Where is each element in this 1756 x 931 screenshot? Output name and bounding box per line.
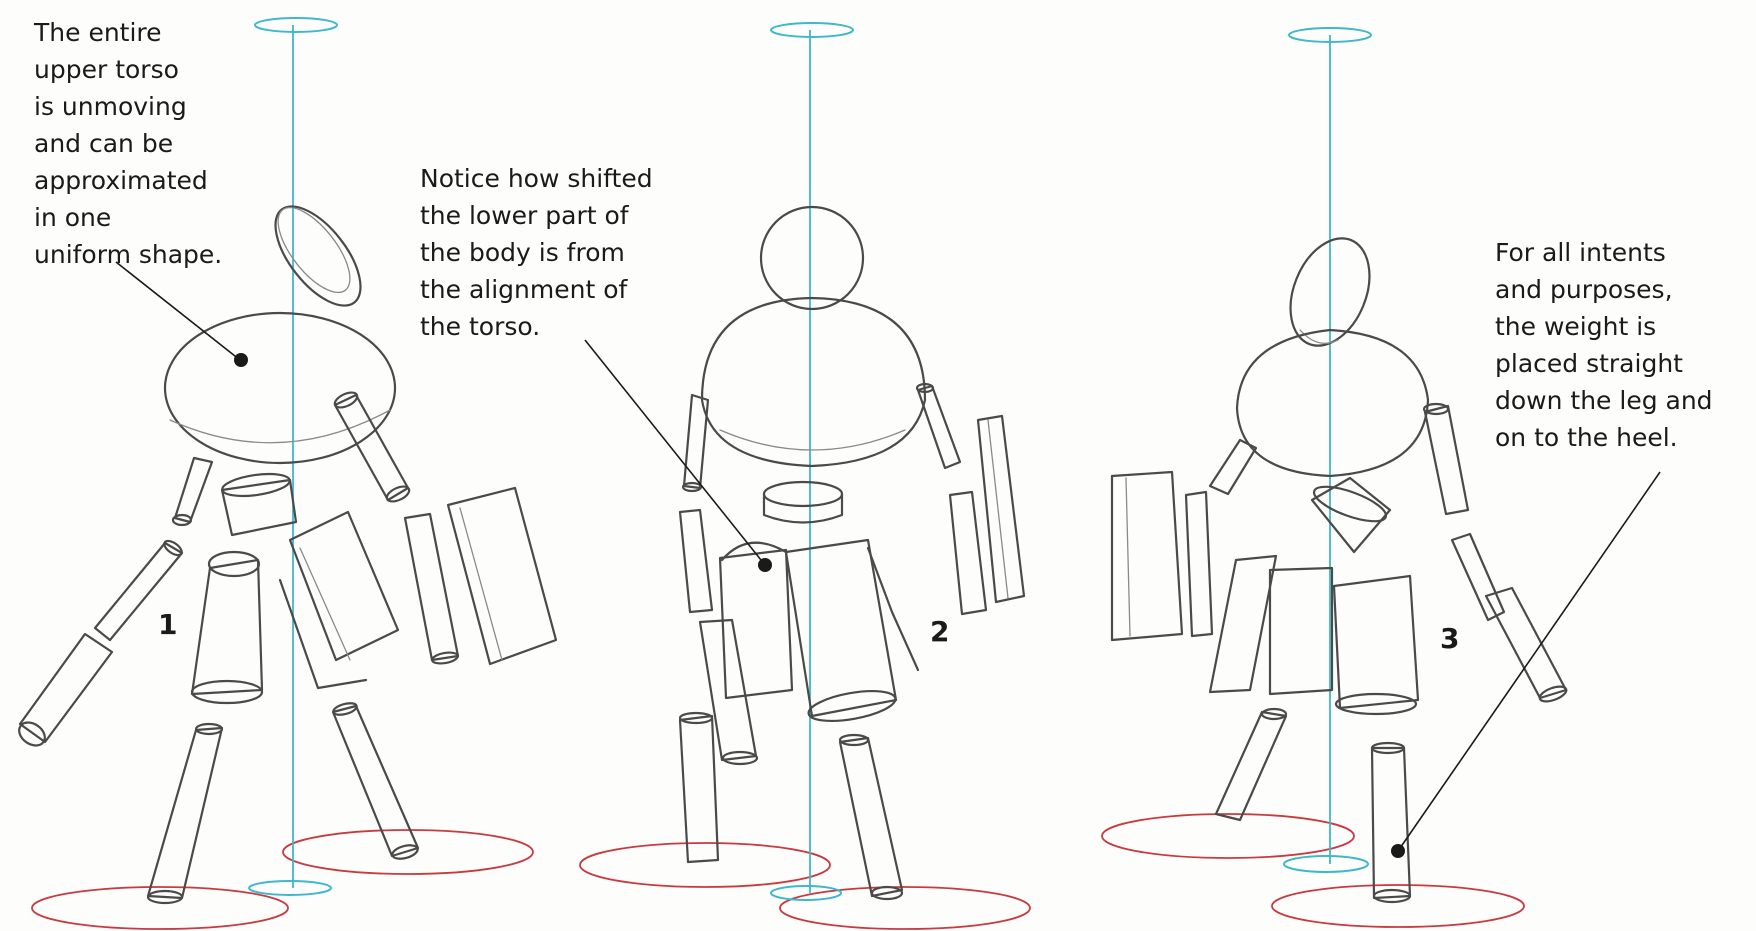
shift-leader-dot [758,558,772,572]
figure-1-head [260,192,377,319]
figure-2-ground-ellipse-left [580,843,830,887]
figure-1-shin-right [332,701,419,861]
figure-2-arm-left [680,395,712,612]
figure-2-shin-left [680,620,757,862]
figure-1-thigh-left [192,552,262,703]
figure-2-gravity-top-cap [771,23,853,37]
figure-2-shin-right [840,735,902,899]
figure-3-shin-left [1216,709,1286,820]
figure-3-torso [1237,330,1428,476]
figure-3-thigh-right [1334,576,1418,714]
figure-1-ground-ellipse-left [32,887,288,929]
figure-1-torso [165,313,395,463]
figure-3 [1102,28,1568,927]
figure-2-ground-ellipse-right [780,887,1030,929]
figure-1-gravity-top-cap [255,18,337,32]
figure-2-pelvis [764,482,842,523]
figure-1-thigh-right [280,512,398,688]
figure-2-number: 2 [930,615,949,648]
figure-1-arm-upper-left [173,458,212,525]
figure-2-torso [702,298,925,466]
figure-1-forearm-right [405,514,459,665]
figure-1-hand-right [448,488,556,664]
figure-1-gravity-bottom-cap [249,881,331,895]
torso-leader-line [116,262,240,360]
figure-2 [580,23,1030,929]
figure-1-pelvis [221,470,296,535]
figure-2-arm-right [917,384,1024,614]
leader-lines [116,262,1660,858]
figure-2-head [761,207,863,309]
figure-1-number: 1 [158,608,177,641]
figure-3-shin-right [1372,743,1410,902]
torso-note: The entire upper torso is unmoving and c… [34,14,222,273]
figure-1-arm-upper-right [333,389,412,504]
torso-leader-dot [234,353,248,367]
figure-2-gravity-bottom-cap [771,886,841,900]
weight-note: For all intents and purposes, the weight… [1495,234,1713,456]
weight-leader-dot [1391,844,1405,858]
figure-2-thigh-right [786,540,918,726]
figure-3-pelvis [1310,478,1390,552]
shift-note: Notice how shifted the lower part of the… [420,160,653,345]
weight-leader-line [1398,472,1660,851]
figure-3-arm-left [1112,440,1256,640]
figure-3-gravity-bottom-cap [1284,856,1368,872]
figure-3-number: 3 [1440,622,1459,655]
figure-3-ground-ellipse-left [1102,814,1354,858]
shift-leader-line [585,340,765,565]
figure-3-thigh-left [1210,556,1332,694]
figure-1-hand-left [15,634,112,750]
figure-1-shin-left [148,724,222,903]
